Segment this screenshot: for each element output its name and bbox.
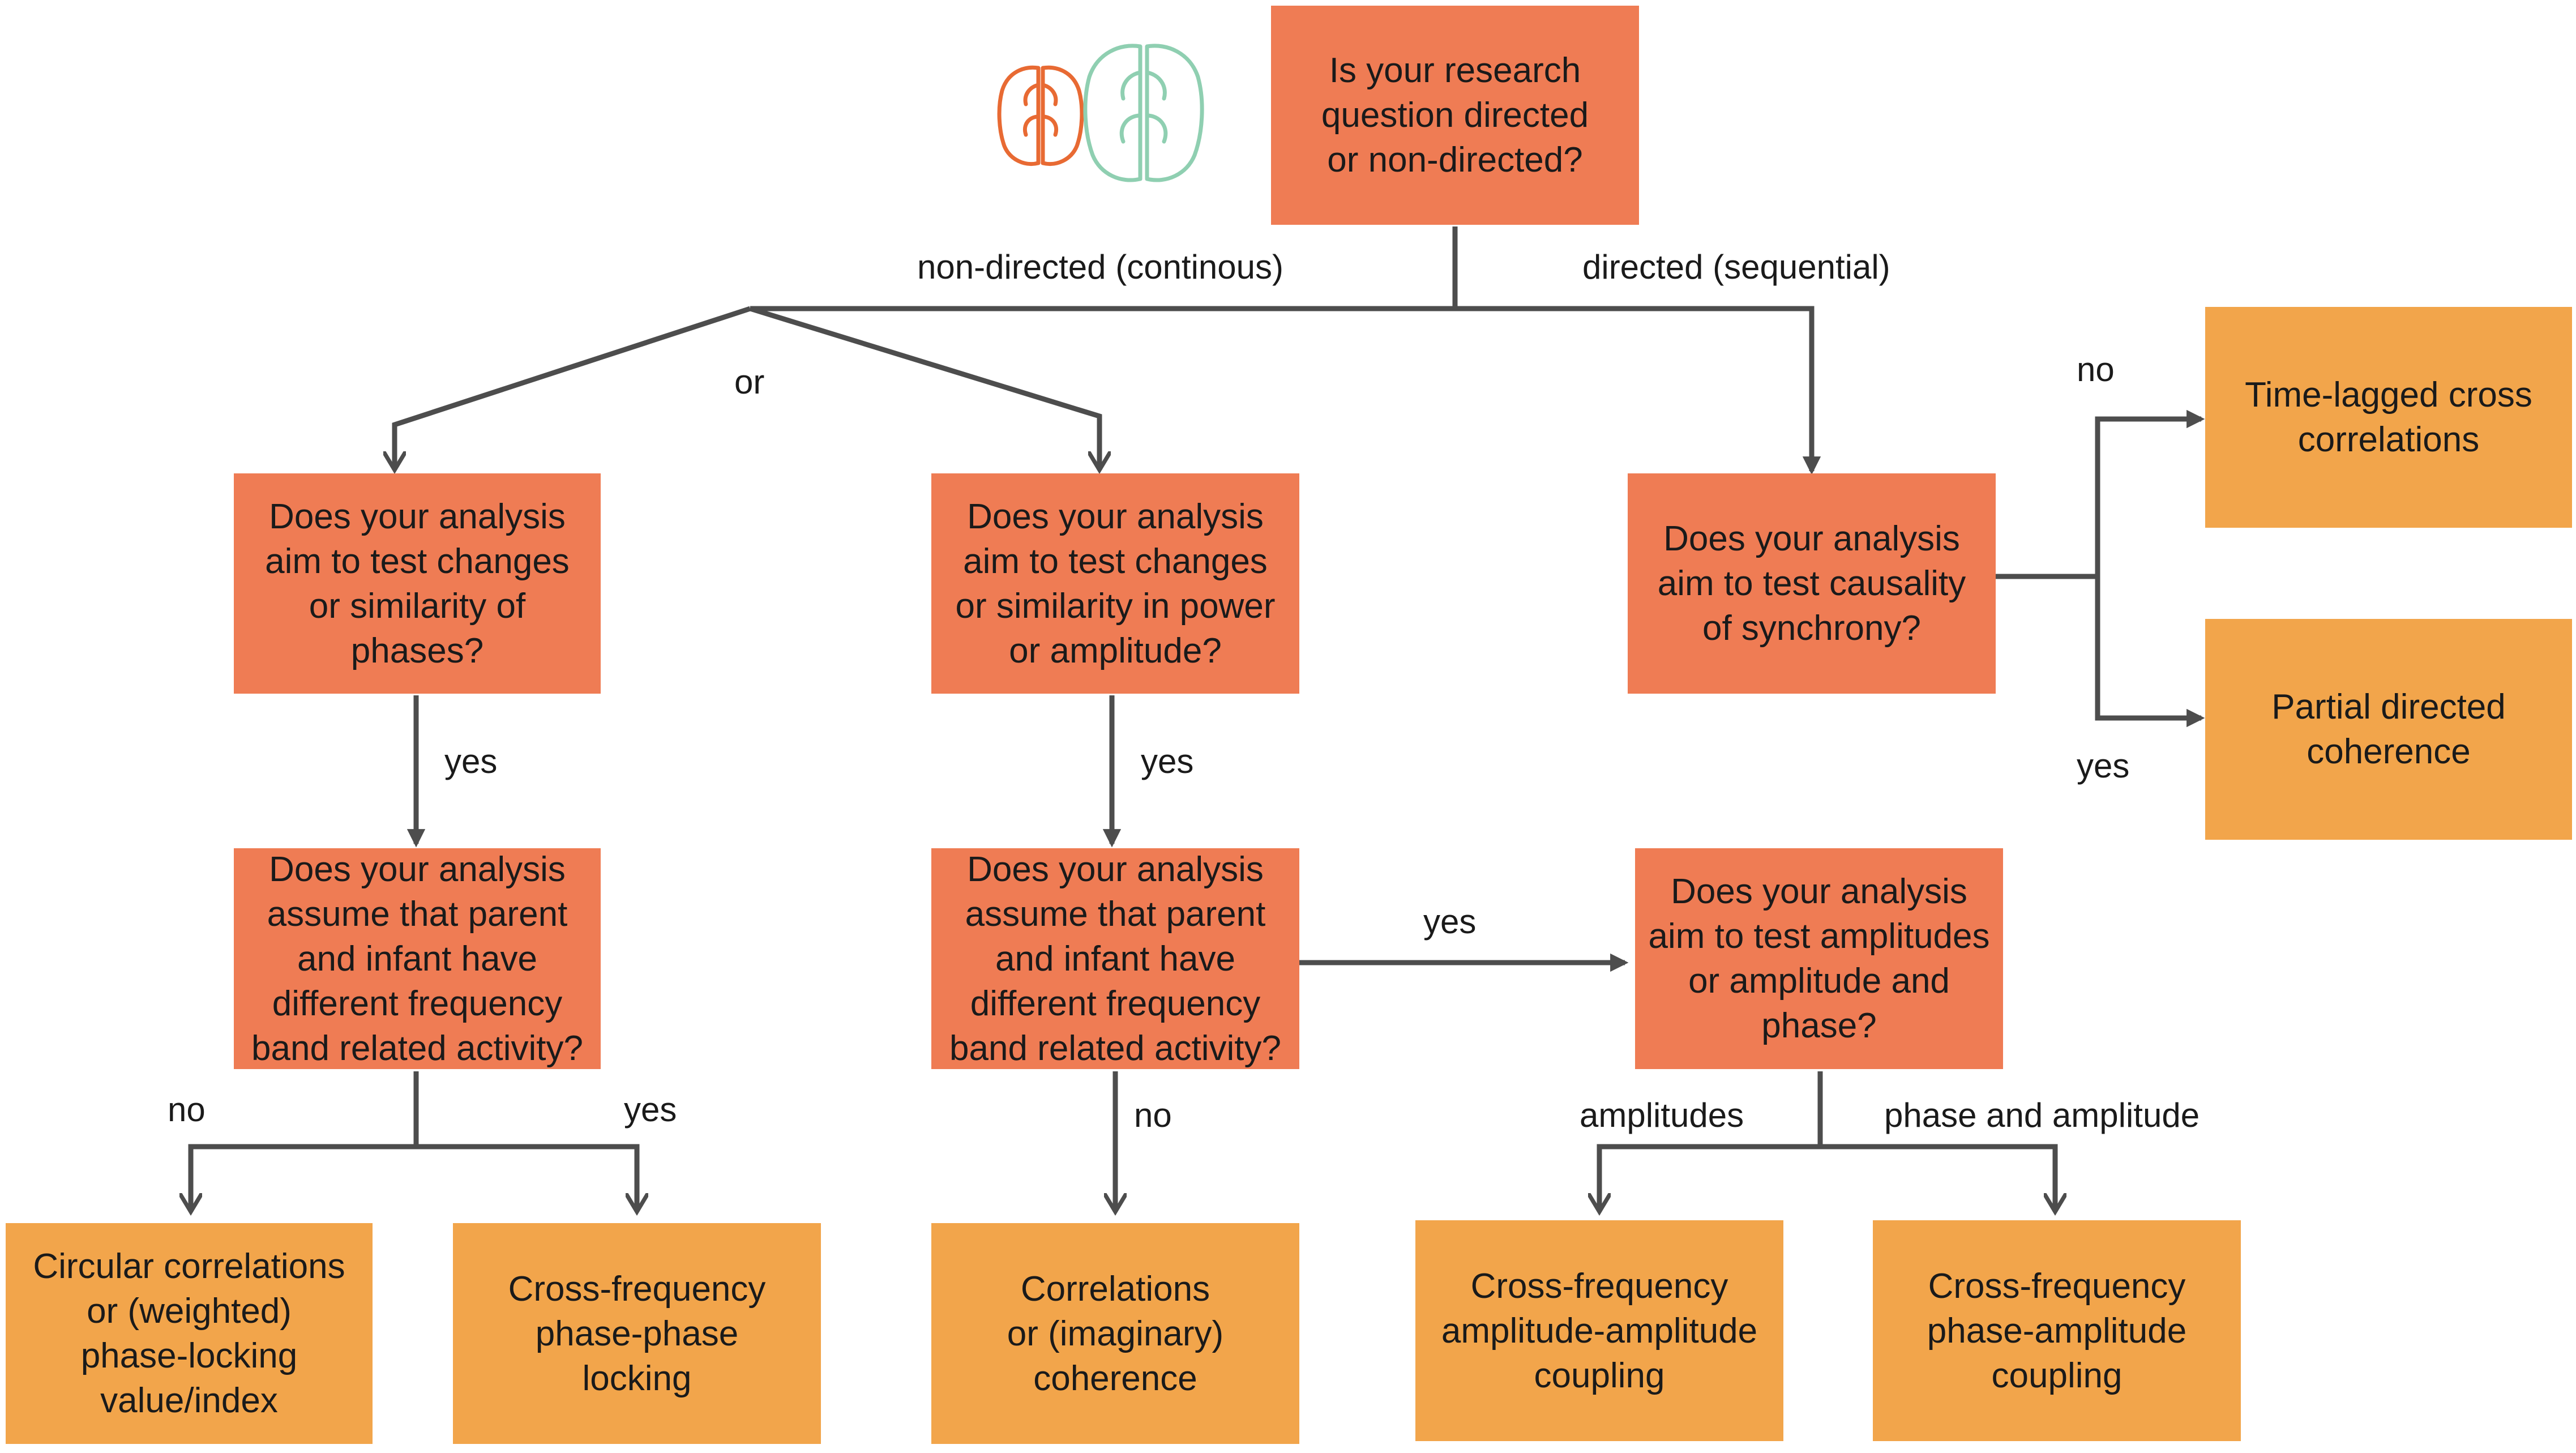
edge-label-yes-causality: yes <box>2077 747 2130 785</box>
edge-label-amplitudes: amplitudes <box>1580 1096 1744 1134</box>
edge-label-no-causality: no <box>2077 351 2115 388</box>
edge-label-or: or <box>734 363 765 401</box>
parent-brain-icon <box>997 65 1084 166</box>
power-question-box: Does your analysis aim to test changes o… <box>931 473 1299 694</box>
infant-brain-icon <box>1083 44 1204 182</box>
amplitude-question-box: Does your analysis aim to test amplitude… <box>1635 848 2003 1069</box>
edge-label-phase-and-amplitude: phase and amplitude <box>1884 1096 2200 1134</box>
edge-to-phases <box>395 306 751 470</box>
edge-to-directed <box>1455 306 1821 475</box>
result-correlations-coherence: Correlations or (imaginary) coherence <box>931 1223 1299 1444</box>
phases-question-box: Does your analysis aim to test changes o… <box>234 473 601 694</box>
causality-question-box: Does your analysis aim to test causality… <box>1628 473 1996 694</box>
edge-label-directed: directed (sequential) <box>1582 248 1890 286</box>
edge-label-no-middle: no <box>1134 1096 1172 1134</box>
result-circular-correlations: Circular correlations or (weighted) phas… <box>6 1223 373 1444</box>
result-cross-frequency-amplitude-amplitude: Cross-frequency amplitude-amplitude coup… <box>1415 1220 1783 1441</box>
edge-label-yes-phases: yes <box>444 742 498 780</box>
root-question-box: Is your research question directed or no… <box>1271 6 1639 225</box>
edge-label-yes-middle: yes <box>1423 903 1477 941</box>
edge-to-circular <box>191 1144 416 1212</box>
edge-label-no-left: no <box>168 1091 206 1129</box>
edge-label-yes-left: yes <box>624 1091 677 1129</box>
result-cross-frequency-phase-phase: Cross-frequency phase-phase locking <box>453 1223 821 1444</box>
edge-to-pdc <box>2095 576 2205 728</box>
frequency-question-box-left: Does your analysis assume that parent an… <box>234 848 601 1069</box>
edge-label-non-directed: non-directed (continous) <box>917 248 1284 286</box>
edge-label-yes-power: yes <box>1141 742 1194 780</box>
edge-to-cf-pa <box>1820 1144 2055 1212</box>
result-cross-frequency-phase-amplitude: Cross-frequency phase-amplitude coupling <box>1873 1220 2241 1441</box>
edge-to-tlcc <box>2095 409 2205 576</box>
result-partial-directed-coherence: Partial directed coherence <box>2205 619 2572 840</box>
result-time-lagged-cross-correlations: Time-lagged cross correlations <box>2205 307 2572 528</box>
edge-to-cf-aa <box>1599 1144 1820 1212</box>
frequency-question-box-middle: Does your analysis assume that parent an… <box>931 848 1299 1069</box>
edge-to-cf-pp <box>416 1144 637 1212</box>
edge-to-power <box>749 306 1099 470</box>
